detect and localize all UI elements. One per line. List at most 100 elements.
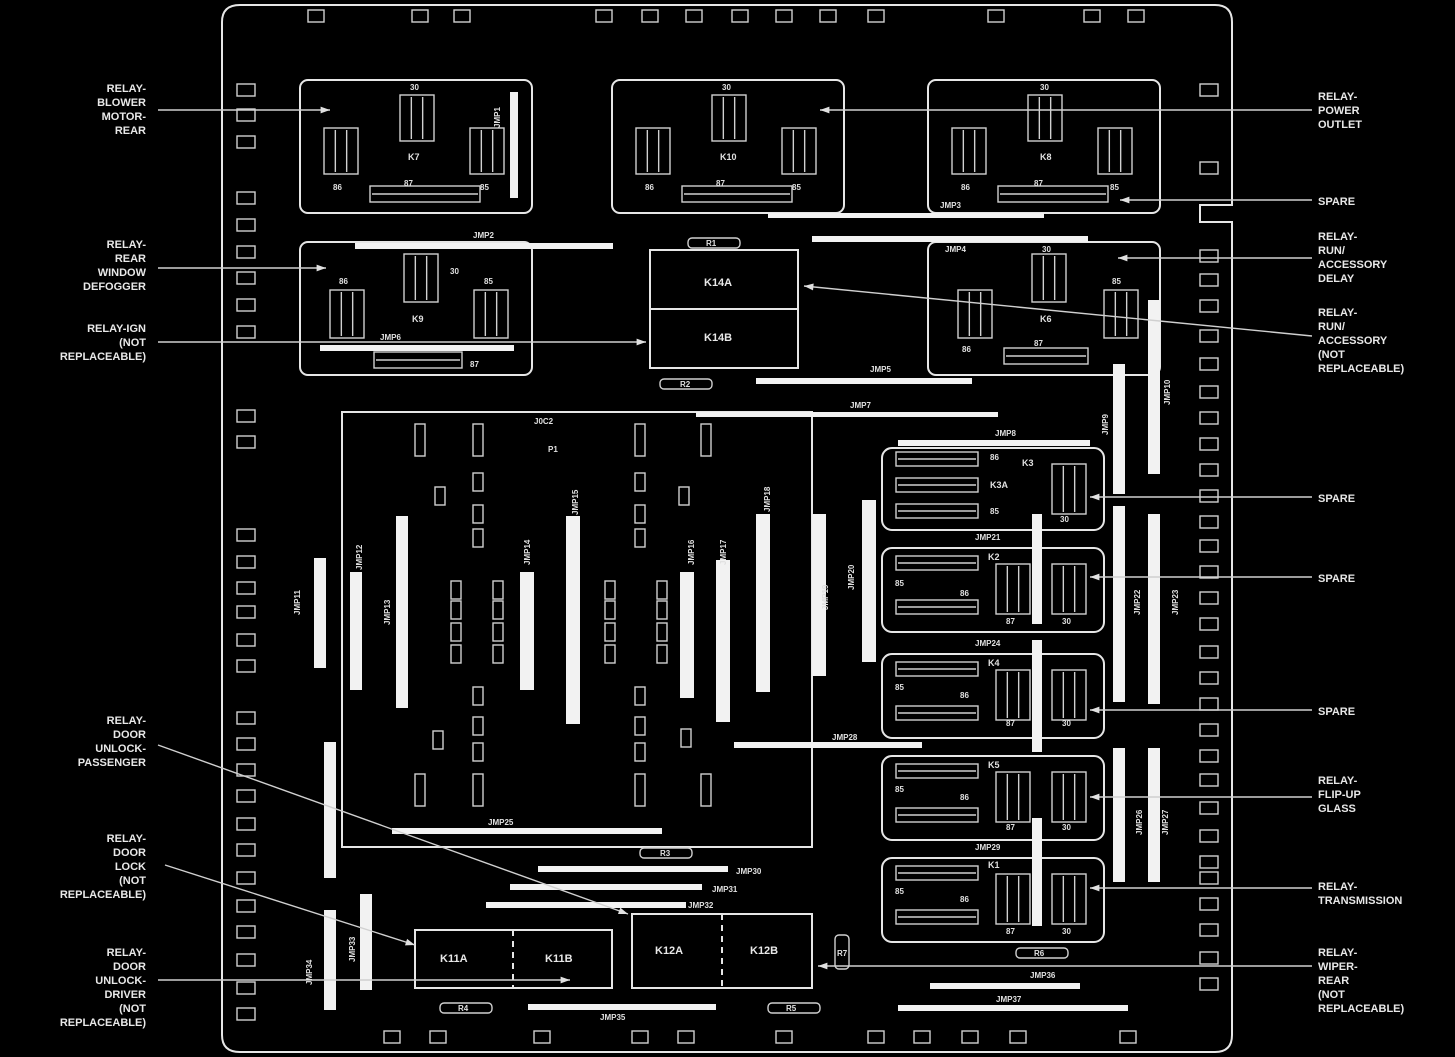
jumper-bar [716,560,730,722]
leader-line [803,285,1313,337]
resistor-r4-label: R4 [458,1004,469,1013]
relay-k11a-label: K11A [440,953,468,965]
leader-line [164,864,416,946]
pin-87: 87 [1006,617,1015,626]
fuse-cavity [1199,591,1219,605]
relay-pin-slot [373,351,463,369]
arrow-head [320,106,330,114]
fuse-cavity [1199,773,1219,787]
resistor-r3-label: R3 [660,849,671,858]
jumper-bar [355,243,613,249]
pin-30: 30 [1062,927,1071,936]
relay-k1-label: K1 [988,860,1000,870]
jumper-jmp11-label: JMP11 [293,590,302,615]
jumper-bar [1113,506,1125,702]
jumper-bar [898,1005,1128,1011]
arrow-head [818,962,828,970]
relay-pin-slot [1031,253,1067,303]
relay-pin-slot [473,289,509,339]
pin-30: 30 [1060,515,1069,524]
fuse-cavity [236,843,256,857]
jumper-bar [1032,818,1042,926]
relay-box-k1 [881,857,1105,943]
fuse-cavity [236,605,256,619]
fuse-cavity [236,737,256,751]
fuse-cavity [236,633,256,647]
fuse-cavity [1199,871,1219,885]
connector-pin [634,773,646,807]
jumper-jmp18-label: JMP18 [763,486,772,512]
connector-pin [492,580,504,600]
jumper-jmp17-label: JMP17 [719,539,728,565]
connector-pin [414,423,426,457]
fuse-cavity [1199,977,1219,991]
arrow-head [1090,884,1100,892]
callout-spare-1: SPARE [1318,196,1355,208]
arrow-head [618,907,628,915]
pin-86: 86 [990,453,999,462]
connector-pin [450,580,462,600]
jumper-jmp32-label: JMP32 [688,901,714,910]
jumper-jmp3-label: JMP3 [940,201,961,210]
relay-pin-slot [895,807,979,823]
pin-85: 85 [792,183,801,192]
fuse-cavity [1199,539,1219,553]
jumper-bar [696,412,998,417]
jumper-jmp27-label: JMP27 [1161,809,1170,835]
pin-87: 87 [716,179,725,188]
relay-pin-slot [1051,873,1087,925]
fuse-cavity [1199,897,1219,911]
jumper-bar [324,910,336,1010]
pin-85: 85 [480,183,489,192]
jumper-bar [898,440,1090,446]
arrow-head [1090,793,1100,801]
jumper-jmp30-label: JMP30 [736,867,762,876]
relay-pin-slot [1051,669,1087,721]
arrow-head [1120,196,1130,204]
fuse-cavity [383,1030,401,1044]
fuse-cavity [1199,83,1219,97]
arrow-head [1090,493,1100,501]
jumper-jmp2-label: JMP2 [473,231,494,240]
fuse-cavity [236,435,256,449]
relay-k10-label: K10 [720,152,737,162]
relay-pin-slot [1003,347,1089,365]
arrow-head [1090,573,1100,581]
jumper-bar [528,1004,716,1010]
fuse-cavity [595,9,613,23]
jumper-bar [486,902,686,908]
connector-pin [700,423,712,457]
resistor-r6-label: R6 [1034,949,1045,958]
relay-pin-slot [711,94,747,142]
jumper-bar [392,828,662,834]
leader-lines [157,106,1313,984]
fuse-cavity [1199,463,1219,477]
pin-86: 86 [645,183,654,192]
pin-30: 30 [1062,617,1071,626]
arrow-head [820,106,830,114]
fuse-cavity [236,245,256,259]
jumper-bar [930,983,1080,989]
relay-k9-label: K9 [412,314,424,324]
jumper-jmp36-label: JMP36 [1030,971,1056,980]
pin-87: 87 [1006,823,1015,832]
pin-30: 30 [1040,83,1049,92]
jumper-bar [510,884,702,890]
callout-spare-2: SPARE [1318,493,1355,505]
relay-k5-label: K5 [988,760,1000,770]
fuse-cavity [236,581,256,595]
jumper-jmp37-label: JMP37 [996,995,1022,1004]
fuse-cavity [236,555,256,569]
connector-pin [656,622,668,642]
connector-pin [472,773,484,807]
relay-box-k5 [881,755,1105,841]
callout-spare-3: SPARE [1318,573,1355,585]
